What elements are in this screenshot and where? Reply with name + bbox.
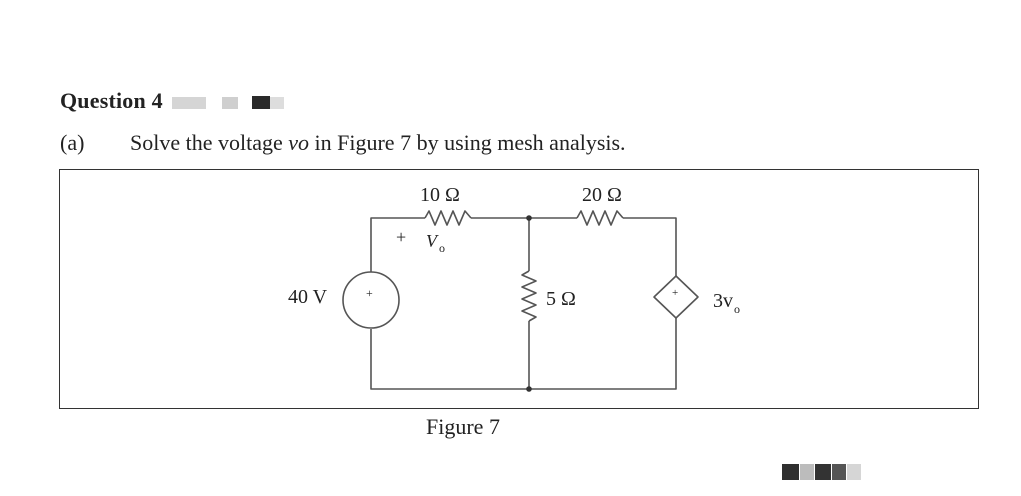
dependent-voltage-source (653, 275, 699, 319)
prompt-variable: vo (288, 130, 310, 155)
wire-right-bottom (370, 317, 677, 390)
question-heading: Question 4 (60, 88, 163, 113)
redaction-block (782, 464, 799, 480)
node-dot-bottom (526, 386, 532, 392)
redaction-block (172, 97, 206, 109)
redaction-block (270, 97, 284, 109)
resistor-20-ohm (576, 210, 624, 226)
redaction-block (847, 464, 861, 480)
source-plus-sign: + (366, 286, 373, 300)
node-dot-top (526, 215, 532, 221)
resistor-5-ohm (521, 270, 537, 322)
redaction-block (222, 97, 238, 109)
dependent-source-label: 3v (713, 290, 733, 312)
redaction-block (252, 96, 270, 109)
part-label: (a) (60, 130, 85, 155)
label-20-ohm: 20 Ω (582, 184, 622, 206)
redaction-block (800, 464, 814, 480)
wire-right-top (623, 217, 677, 276)
redaction-block (832, 464, 846, 480)
redaction-block (815, 464, 831, 480)
prompt-text-after: in Figure 7 by using mesh analysis. (309, 130, 626, 155)
figure-caption: Figure 7 (426, 414, 500, 439)
prompt-text-before: Solve the voltage (130, 130, 289, 155)
label-40v: 40 V (288, 286, 328, 308)
question-prompt: Solve the voltage vo in Figure 7 by usin… (130, 130, 626, 156)
resistor-10-ohm (424, 210, 472, 226)
vo-label-sub: o (439, 241, 445, 255)
wire-left-top (370, 217, 425, 272)
voltage-source-40v (342, 271, 400, 329)
vo-label-base: V (426, 231, 439, 251)
dependent-source-plus-sign: + (672, 287, 678, 299)
vo-plus-sign: + (396, 227, 406, 247)
label-10-ohm: 10 Ω (420, 184, 460, 206)
figure-frame (59, 169, 979, 409)
dependent-source-label-sub: o (734, 302, 740, 316)
label-5-ohm: 5 Ω (546, 288, 576, 310)
